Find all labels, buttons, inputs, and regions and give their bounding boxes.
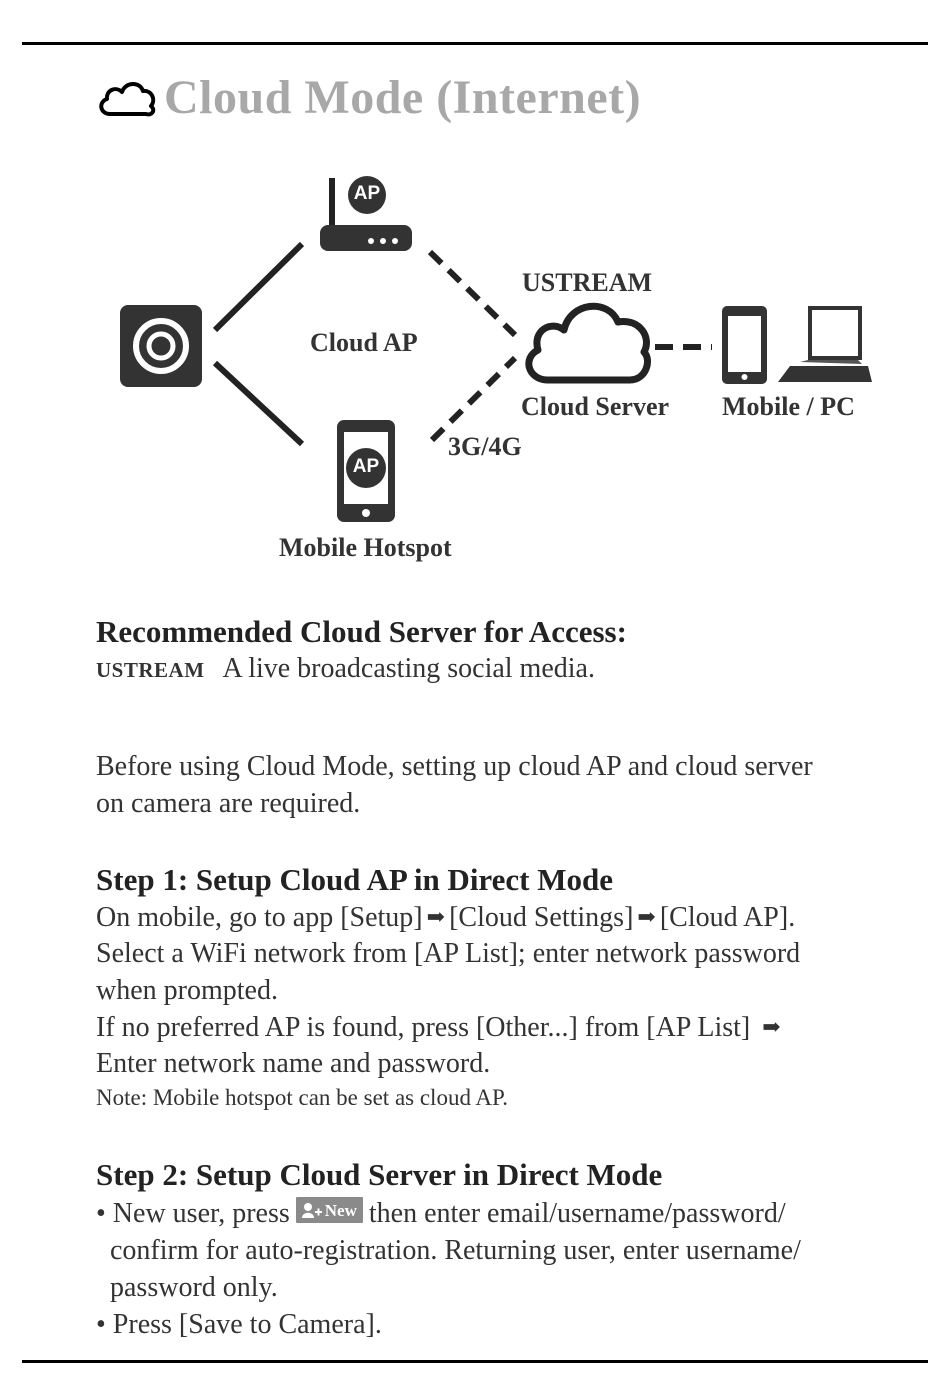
step2-bullet-1-b: then enter email/username/password/ (368, 1198, 786, 1229)
mobile-hotspot-label: Mobile Hotspot (279, 533, 452, 562)
step1-line-5: Enter network name and password. (96, 1048, 491, 1079)
ustream-description: A live broadcasting social media. (222, 653, 595, 684)
add-user-icon (301, 1203, 322, 1218)
bottom-rule (22, 1360, 928, 1363)
new-user-button[interactable]: New (295, 1197, 363, 1223)
step1-line-4-text: If no preferred AP is found, press [Othe… (96, 1012, 751, 1043)
step2-bullet-1-line-3: password only. (110, 1272, 278, 1303)
hotspot-ap-badge: AP (352, 456, 380, 477)
mobile-pc-label: Mobile / PC (722, 392, 855, 421)
step1-line-2: Select a WiFi network from [AP List]; en… (96, 938, 801, 969)
intro-line-2: on camera are required. (96, 788, 361, 819)
step1-line-1: On mobile, go to app [Setup]➡[Cloud Sett… (96, 898, 795, 936)
router-icon (320, 176, 412, 251)
cloud-icon (99, 81, 156, 116)
step1-heading: Step 1: Setup Cloud AP in Direct Mode (96, 862, 613, 897)
link-hotspot-cloud (429, 355, 518, 443)
router-ap-badge: AP (353, 183, 381, 204)
page-title-text: Cloud Mode (Internet) (164, 71, 642, 124)
new-user-button-label: New (324, 1200, 357, 1220)
step2-bullet-1-a: • New user, press (96, 1198, 290, 1229)
link-camera-hotspot (212, 360, 305, 447)
network-3g4g-label: 3G/4G (448, 432, 522, 461)
step1-line-1-b: [Cloud Settings] (449, 902, 634, 933)
page-title: Cloud Mode (Internet) (96, 70, 641, 125)
step1-line-3: when prompted. (96, 975, 278, 1006)
recommended-line: USTREAM A live broadcasting social media. (96, 650, 595, 689)
cloud-ap-label: Cloud AP (310, 328, 418, 357)
cloud-server-label: Cloud Server (521, 392, 670, 421)
ustream-tag: USTREAM (96, 658, 205, 682)
step1-line-4: If no preferred AP is found, press [Othe… (96, 1008, 785, 1046)
intro-line-1: Before using Cloud Mode, setting up clou… (96, 751, 813, 782)
laptop-icon (778, 306, 872, 382)
step1-note: Note: Mobile hotspot can be set as cloud… (96, 1085, 509, 1110)
network-diagram: AP AP Cloud AP USTREAM Cloud Server 3G/4… (0, 170, 950, 590)
step2-bullet-2: • Press [Save to Camera]. (96, 1309, 382, 1340)
arrow-right-icon: ➡ (637, 904, 656, 929)
hotspot-phone-icon (337, 420, 395, 522)
step2-bullet-1: • New user, press New then enter email/use… (96, 1195, 786, 1232)
step2-bullet-1-line-2: confirm for auto-registration. Returning… (110, 1235, 801, 1266)
recommended-heading: Recommended Cloud Server for Access: (96, 614, 627, 649)
step2-heading: Step 2: Setup Cloud Server in Direct Mod… (96, 1157, 663, 1192)
cloud-server-icon (525, 302, 651, 384)
top-rule (22, 42, 928, 45)
arrow-right-icon: ➡ (426, 904, 446, 929)
link-router-cloud (427, 249, 518, 338)
mobile-phone-icon (722, 306, 767, 384)
step1-line-1-c: [Cloud AP]. (659, 902, 796, 933)
ustream-label: USTREAM (522, 268, 653, 297)
arrow-right-icon: ➡ (762, 1014, 781, 1039)
camera-icon (120, 305, 202, 387)
link-camera-router (212, 241, 305, 333)
step1-line-1-a: On mobile, go to app [Setup] (96, 902, 423, 933)
